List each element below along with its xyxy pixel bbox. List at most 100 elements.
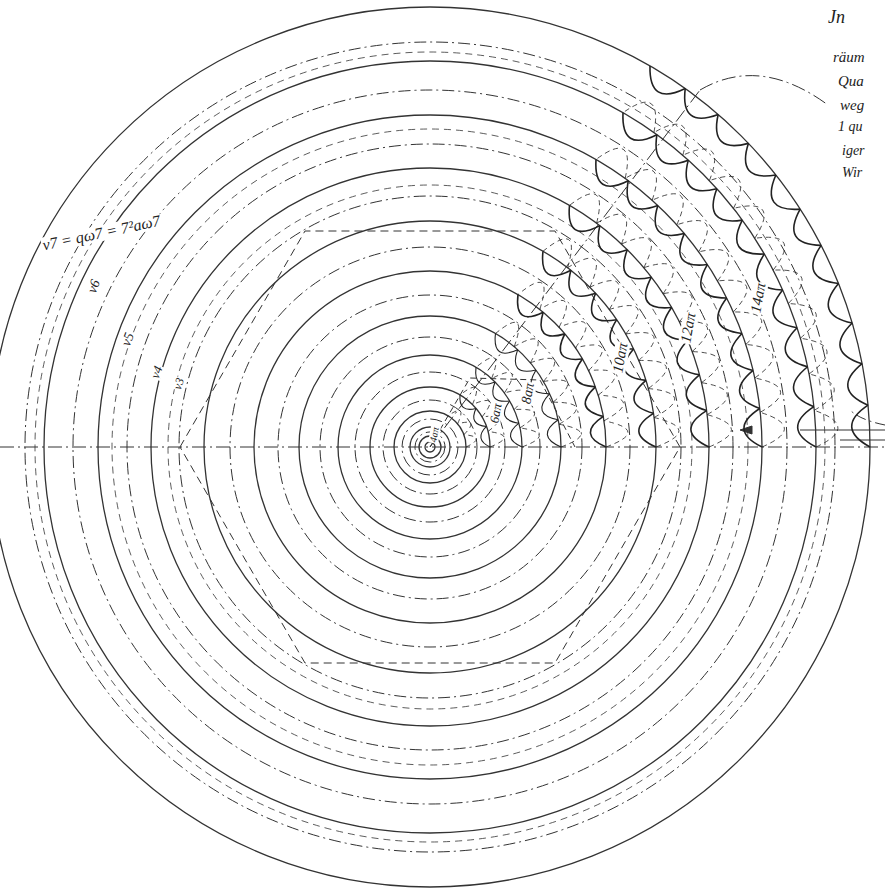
note-fragment: Qua — [838, 74, 864, 89]
cusp-curve — [773, 290, 797, 328]
cusp-curve — [840, 323, 862, 364]
dashed-curve — [559, 424, 581, 447]
dimension-label: v4 — [148, 363, 165, 381]
dashed-curve — [514, 409, 535, 428]
dashed-curve — [773, 270, 802, 304]
cusp-curve — [575, 359, 595, 387]
cusp-curve — [785, 328, 807, 367]
dimension-label: 12aπ — [678, 311, 698, 345]
cusp-curve — [543, 251, 571, 275]
dashed-curve — [460, 387, 477, 404]
cusp-curve — [623, 113, 657, 141]
dashed-curve — [625, 170, 656, 201]
cusp-curve — [639, 413, 656, 447]
dashed-curve — [472, 400, 489, 417]
ring — [299, 316, 561, 578]
dimension-label: v5 — [119, 330, 137, 349]
dashed-curve — [488, 431, 504, 447]
cusp-curve — [592, 293, 617, 321]
dashed-curve — [648, 389, 674, 418]
ring — [0, 7, 870, 887]
dashed-curve — [589, 370, 615, 395]
cusp-curve — [852, 405, 870, 447]
dimension-label: v3 — [171, 375, 187, 392]
dashed-curve — [520, 428, 539, 447]
dashed-curve — [604, 421, 628, 447]
cusp-curve — [624, 250, 652, 279]
ring — [355, 372, 505, 522]
dashed-curve — [692, 352, 719, 383]
dashed-curve — [699, 250, 729, 281]
ring — [25, 42, 835, 852]
cusp-curve — [731, 333, 753, 370]
ring — [127, 144, 733, 750]
dashed-curve — [809, 374, 834, 410]
dashed-curve — [746, 344, 773, 378]
dashed-curve — [623, 102, 656, 132]
cusp-curve — [481, 426, 490, 447]
dimension-label: 10aπ — [610, 341, 630, 375]
ring — [320, 337, 540, 557]
ring — [44, 61, 816, 833]
dimension-label: v6 — [85, 277, 103, 296]
cusp-curve — [713, 189, 742, 221]
dashed-curve — [709, 176, 740, 208]
cusp-curve — [685, 89, 718, 119]
dashed-curve — [644, 264, 674, 294]
dashed-curve — [568, 258, 597, 287]
cusp-curve — [474, 408, 487, 426]
cusp-curve — [745, 143, 775, 176]
dashed-curve — [543, 239, 571, 268]
ring — [402, 419, 458, 475]
cusp-curve — [542, 394, 558, 420]
ring — [151, 168, 709, 726]
cusp-curve — [717, 114, 749, 145]
dashed-curve — [718, 280, 747, 312]
cusp-curve — [493, 382, 510, 401]
dashed-curve — [543, 380, 567, 402]
cusp-curve — [691, 411, 709, 447]
ring — [179, 196, 681, 698]
dashed-curve — [654, 418, 679, 447]
ring — [394, 411, 466, 483]
cusp-curve — [495, 334, 518, 354]
dashed-curve — [575, 345, 602, 371]
dashed-curve — [492, 372, 513, 393]
dashed-curve — [570, 194, 600, 223]
dashed-curve — [707, 415, 731, 447]
note-fragment: iger — [842, 144, 865, 158]
note-fragment: weg — [840, 98, 864, 113]
cusp-curve — [541, 312, 565, 336]
dashed-curve — [733, 312, 761, 344]
dashed-curve — [496, 322, 519, 346]
cusp-curve — [828, 283, 852, 323]
dashed-curve — [760, 412, 784, 447]
ring — [383, 400, 477, 494]
dashed-curve — [530, 358, 554, 381]
dashed-curve — [609, 306, 638, 334]
cusp-curve — [680, 234, 708, 266]
note-fragment: räum — [833, 50, 865, 65]
cusp-curve — [627, 181, 658, 209]
cusp-curve — [718, 298, 742, 333]
dashed-curve — [559, 321, 586, 347]
cusp-curve — [794, 209, 821, 245]
ring — [278, 295, 582, 599]
dashed-curve — [654, 124, 686, 155]
cusp-curve — [504, 401, 518, 423]
ring — [230, 247, 630, 647]
dashed-curve — [788, 304, 816, 339]
cusp-curve — [476, 367, 495, 384]
cusp-curve — [686, 375, 706, 411]
ring — [73, 90, 787, 804]
cusp-curve — [677, 340, 699, 375]
dashed-curve — [683, 149, 715, 181]
cusp-curve — [771, 175, 800, 209]
dimension-label: 8aπ — [519, 381, 537, 406]
cusp-curve — [656, 135, 688, 164]
dashed-curve — [596, 148, 627, 178]
ring — [425, 442, 435, 452]
cusp-curve — [515, 350, 536, 372]
